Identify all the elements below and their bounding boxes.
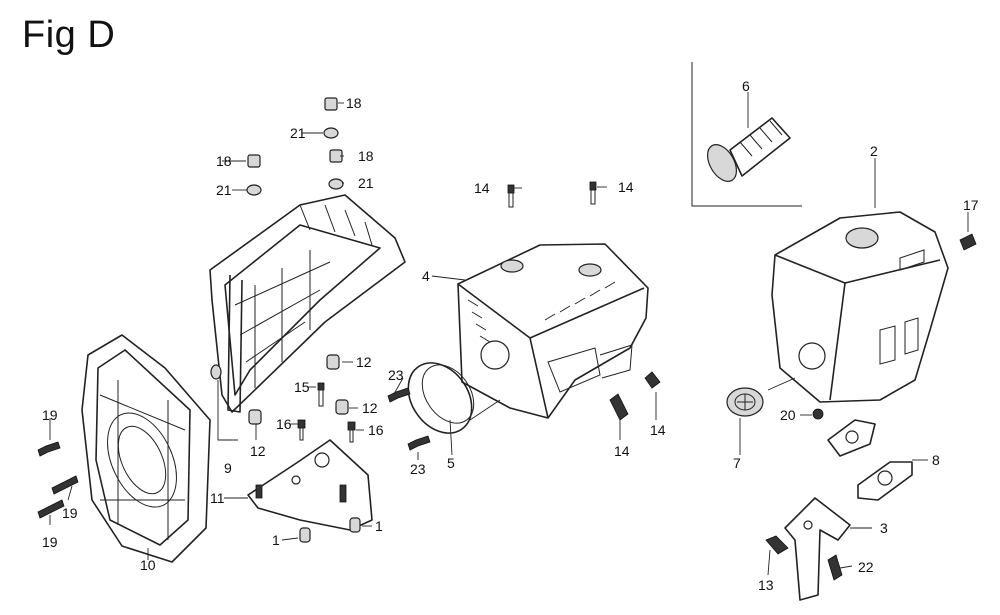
bolt-14-d[interactable] <box>609 393 629 421</box>
bolt-14-b[interactable] <box>589 181 597 205</box>
callout-14-d: 14 <box>614 443 630 459</box>
callout-23-a: 23 <box>388 367 404 383</box>
callout-6: 6 <box>742 78 750 94</box>
callout-18-b: 18 <box>358 148 374 164</box>
part-9-cooling-shroud[interactable] <box>209 194 406 413</box>
callout-17: 17 <box>963 197 979 213</box>
callout-13: 13 <box>758 577 774 593</box>
cap-1-a[interactable] <box>299 527 311 543</box>
bolt-19-c[interactable] <box>37 499 65 519</box>
callout-3: 3 <box>880 520 888 536</box>
nut-18-b[interactable] <box>324 97 338 111</box>
washer-21-a[interactable] <box>246 184 262 196</box>
callout-1-a: 1 <box>272 532 280 548</box>
callout-14-b: 14 <box>618 179 634 195</box>
nut-12-b[interactable] <box>335 399 349 415</box>
part-5-end-cap[interactable] <box>395 351 484 445</box>
callout-9: 9 <box>224 460 232 476</box>
figure-title: Fig D <box>22 14 116 56</box>
callout-2: 2 <box>870 143 878 159</box>
bolt-23-b[interactable] <box>407 435 431 451</box>
bolt-17[interactable] <box>959 233 977 251</box>
nut-18-a[interactable] <box>247 154 261 168</box>
callout-22: 22 <box>858 559 874 575</box>
callout-12-a: 12 <box>356 354 372 370</box>
callout-19-a: 19 <box>42 407 58 423</box>
callout-19-b: 19 <box>62 505 78 521</box>
part-6-breather-tube[interactable] <box>702 117 791 186</box>
callout-8: 8 <box>932 452 940 468</box>
callout-4: 4 <box>422 268 430 284</box>
bolt-19-b[interactable] <box>51 475 79 495</box>
inset-box-frame <box>691 62 802 207</box>
callout-12-b: 12 <box>362 400 378 416</box>
callout-15: 15 <box>294 379 310 395</box>
bolt-14-c[interactable] <box>644 371 661 389</box>
callout-5: 5 <box>447 455 455 471</box>
washer-21-c[interactable] <box>328 178 344 190</box>
muffler-gasket[interactable] <box>827 419 876 457</box>
callout-14-a: 14 <box>474 180 490 196</box>
nut-12-c[interactable] <box>248 409 262 425</box>
part-4-muffler-protector[interactable] <box>457 243 649 419</box>
callout-10: 10 <box>140 557 156 573</box>
callout-1-b: 1 <box>375 518 383 534</box>
bolt-16-a[interactable] <box>297 419 306 441</box>
bolt-20[interactable] <box>812 408 824 420</box>
part-7-port-plug[interactable] <box>726 387 764 417</box>
bolt-13[interactable] <box>765 535 789 555</box>
bolt-19-a[interactable] <box>37 441 61 457</box>
callout-21-c: 21 <box>216 182 232 198</box>
callout-20: 20 <box>780 407 796 423</box>
part-2-muffler[interactable] <box>771 211 949 403</box>
callout-19-c: 19 <box>42 534 58 550</box>
part-3-bracket[interactable] <box>784 497 851 601</box>
callout-14-c: 14 <box>650 422 666 438</box>
bolt-14-a[interactable] <box>507 184 515 208</box>
bolt-15[interactable] <box>317 382 325 407</box>
callout-labels: 6 2 17 4 14 14 14 14 18 21 18 21 18 21 1… <box>42 78 979 593</box>
nut-12-d[interactable] <box>210 364 222 380</box>
part-11-mounting-plate[interactable] <box>247 439 373 531</box>
cap-1-b[interactable] <box>349 517 361 533</box>
callout-16-a: 16 <box>276 416 292 432</box>
callout-18-a: 18 <box>346 95 362 111</box>
callout-21-a: 21 <box>290 125 306 141</box>
callout-12-c: 12 <box>250 443 266 459</box>
callout-11: 11 <box>210 490 225 506</box>
callout-16-b: 16 <box>368 422 384 438</box>
leader-lines <box>49 92 969 576</box>
part-10-back-plate[interactable] <box>81 334 211 563</box>
bolt-22[interactable] <box>827 554 843 581</box>
callout-21-b: 21 <box>358 175 374 191</box>
callout-7: 7 <box>733 455 741 471</box>
bolt-16-b[interactable] <box>347 421 356 443</box>
washer-21-b[interactable] <box>323 127 339 139</box>
callout-23-b: 23 <box>410 461 426 477</box>
callout-18-c: 18 <box>216 153 232 169</box>
part-8-gasket[interactable] <box>857 461 913 501</box>
nut-12-a[interactable] <box>326 354 340 370</box>
bolt-23-a[interactable] <box>387 387 411 403</box>
